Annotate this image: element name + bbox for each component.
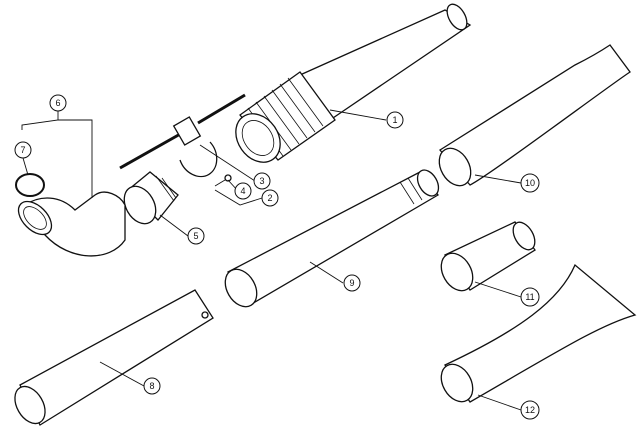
svg-text:9: 9 xyxy=(349,278,354,288)
part-connector xyxy=(123,171,179,225)
callout-5: 5 xyxy=(187,227,205,245)
callout-1: 1 xyxy=(386,111,404,129)
svg-text:5: 5 xyxy=(193,231,198,241)
svg-text:8: 8 xyxy=(149,381,154,391)
svg-text:3: 3 xyxy=(259,176,264,186)
part-curved-nozzle xyxy=(438,44,631,187)
part-middle-tube xyxy=(224,169,440,308)
callout-10: 10 xyxy=(520,173,540,193)
callout-9: 9 xyxy=(343,274,361,292)
part-elbow xyxy=(15,173,126,257)
callout-11: 11 xyxy=(520,287,540,307)
svg-text:10: 10 xyxy=(525,178,535,188)
callout-2: 2 xyxy=(261,189,279,207)
part-clamp xyxy=(119,93,246,187)
callout-8: 8 xyxy=(143,377,161,395)
leader-lines xyxy=(21,109,522,411)
callout-4: 4 xyxy=(234,182,252,200)
svg-text:11: 11 xyxy=(525,292,534,302)
svg-text:4: 4 xyxy=(240,186,245,196)
part-flat-nozzle xyxy=(440,263,637,403)
callout-6: 6 xyxy=(49,94,67,112)
svg-text:7: 7 xyxy=(20,145,25,155)
svg-text:1: 1 xyxy=(392,115,397,125)
svg-text:2: 2 xyxy=(267,193,272,203)
part-flex-hose xyxy=(235,3,472,163)
callout-7: 7 xyxy=(14,141,32,159)
callout-12: 12 xyxy=(520,400,540,420)
part-short-nozzle xyxy=(440,221,536,292)
svg-text:6: 6 xyxy=(55,98,60,108)
callout-3: 3 xyxy=(253,172,271,190)
part-lower-tube xyxy=(14,289,214,426)
svg-text:12: 12 xyxy=(525,405,535,415)
